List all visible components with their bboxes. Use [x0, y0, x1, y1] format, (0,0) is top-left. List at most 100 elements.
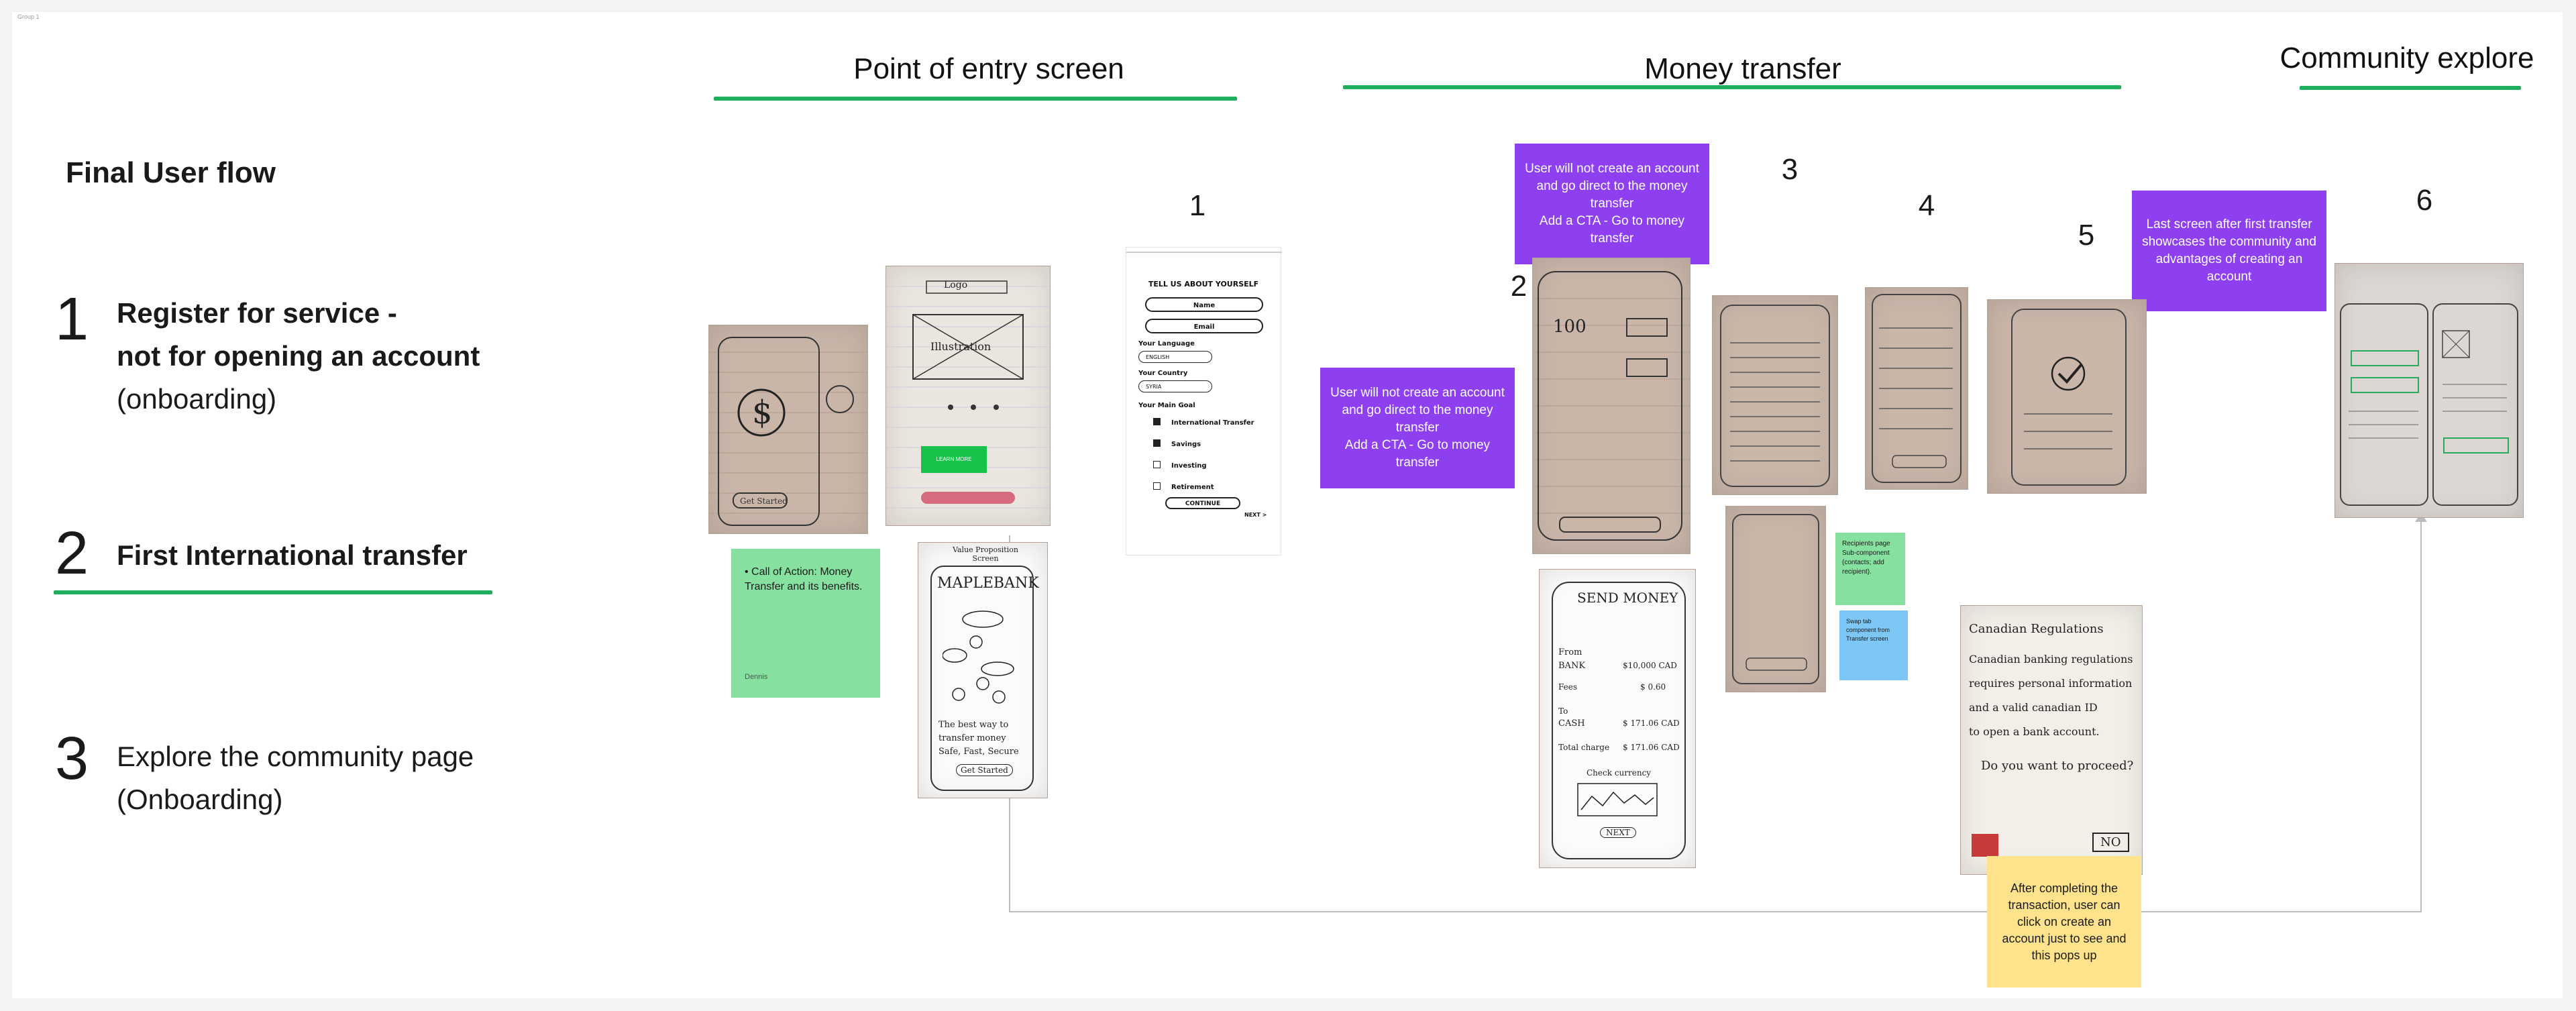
canvas-frame: Group 1 Point of entry screen Money tran… — [12, 12, 2563, 998]
heading-community-explore: Community explore — [2279, 42, 2534, 74]
sticky-note-recipients[interactable]: Recipients page Sub-component (contacts;… — [1835, 533, 1905, 605]
heading-money-transfer: Money transfer — [1644, 52, 1841, 85]
frame-label: Group 1 — [17, 13, 40, 20]
sketch-photo-value-proposition: Value Proposition Screen MAPLEBANK The b… — [918, 542, 1048, 798]
connector-line — [2420, 522, 2422, 912]
heading-underline — [714, 97, 1237, 101]
goal-label: Your Main Goal — [1138, 402, 1195, 409]
sketch-text: $ 171.06 CAD — [1623, 743, 1680, 752]
name-field[interactable]: Name — [1145, 297, 1263, 312]
sketch-title: MAPLEBANK — [937, 575, 1039, 592]
sticky-note-blue[interactable]: Swap tab component from Transfer screen — [1839, 610, 1908, 680]
sketch-photo-regulations: Canadian Regulations Canadian banking re… — [1960, 605, 2143, 875]
screen-number: 4 — [1918, 189, 1935, 222]
learn-more-button[interactable]: LEARN MORE — [921, 446, 987, 473]
sketch-photo-register: Logo Illustration LEARN MORE — [885, 266, 1051, 526]
get-started-button[interactable]: Get Started — [956, 764, 1013, 776]
sketch-text: Logo — [944, 280, 968, 290]
step-text-bold: Register for service - — [117, 297, 397, 329]
country-select[interactable]: SYRIA — [1138, 380, 1212, 392]
sketch-text: transfer money — [938, 733, 1006, 743]
checkbox-label: Savings — [1171, 441, 1201, 448]
sketch-text: Check currency — [1587, 768, 1652, 778]
step-number: 1 — [55, 286, 89, 353]
sticky-bullet: • Call of Action: Money Transfer and its… — [745, 566, 863, 592]
sketch-text: $ 0.60 — [1640, 682, 1666, 692]
screen-number: 3 — [1781, 153, 1799, 186]
sketch-photo-profile — [1865, 287, 1968, 490]
sketch-text: The best way to — [938, 720, 1009, 730]
sketch-text: Fees — [1558, 682, 1578, 692]
screen-number: 6 — [2416, 184, 2433, 217]
svg-text:100: 100 — [1553, 317, 1587, 337]
checkbox-checked-icon — [1153, 418, 1161, 425]
progress-bar — [1126, 252, 1282, 256]
checkbox-label: Retirement — [1171, 484, 1214, 491]
sketch-text: requires personal information — [1969, 677, 2133, 690]
language-select[interactable]: ENGLISH — [1138, 351, 1212, 363]
heading-underline — [2300, 86, 2521, 90]
step-text: (Onboarding) — [117, 784, 283, 815]
sketch-photo-add-recipient — [1725, 506, 1826, 692]
continue-button[interactable]: CONTINUE — [1165, 497, 1240, 509]
sketch-photo-send-money: SEND MONEY From BANK $10,000 CAD Fees $ … — [1539, 569, 1696, 868]
sketch-text: $10,000 CAD — [1623, 661, 1677, 670]
goal-checkbox[interactable]: Retirement — [1153, 482, 1214, 491]
sketch-photo-confirmation — [1987, 299, 2147, 494]
yes-button-sketch[interactable] — [1972, 834, 1998, 857]
flow-title: Final User flow — [66, 156, 276, 189]
screen-number: 5 — [2078, 219, 2095, 252]
step-number: 2 — [55, 520, 89, 587]
screen-number: 1 — [1189, 189, 1206, 222]
checkbox-unchecked-icon — [1153, 461, 1161, 468]
sketch-text: Canadian banking regulations — [1969, 653, 2133, 666]
step-description: First International transfer — [117, 534, 468, 577]
phone-outline — [930, 566, 1034, 791]
goal-checkbox[interactable]: International Transfer — [1153, 418, 1254, 427]
sticky-note-purple[interactable]: User will not create an account and go d… — [1320, 368, 1515, 488]
sketch-text: and a valid canadian ID — [1969, 701, 2098, 714]
step-text-bold: First International transfer — [117, 539, 468, 571]
sketch-caption: Value Proposition Screen — [953, 545, 1018, 563]
step-text-bold: not for opening an account — [117, 340, 480, 372]
step-text-sub: (onboarding) — [117, 383, 277, 415]
sketch-photo-transfer: 100 — [1532, 258, 1690, 554]
sketch-text: to open a bank account. — [1969, 725, 2100, 738]
sticky-note-purple[interactable]: User will not create an account and go d… — [1515, 144, 1709, 264]
screen-number: 2 — [1510, 270, 1527, 303]
wireframe-signup-form: TELL US ABOUT YOURSELF Name Email Your L… — [1126, 247, 1282, 555]
sticky-note-purple[interactable]: Last screen after first transfer showcas… — [2132, 191, 2326, 311]
sticky-author: Dennis — [745, 673, 768, 681]
next-link[interactable]: NEXT > — [1244, 512, 1267, 518]
step-description: Explore the community page (Onboarding) — [117, 735, 474, 821]
sticky-note-cta[interactable]: • Call of Action: Money Transfer and its… — [731, 549, 880, 698]
step-number: 3 — [55, 725, 89, 792]
phone-outline — [1552, 582, 1686, 859]
email-field[interactable]: Email — [1145, 319, 1263, 333]
svg-text:$: $ — [752, 394, 773, 431]
sketch-text: Total charge — [1558, 743, 1610, 752]
heading-underline — [1343, 85, 2121, 89]
checkbox-unchecked-icon — [1153, 482, 1161, 490]
sketch-text: $ 171.06 CAD — [1623, 719, 1680, 728]
next-button[interactable]: NEXT — [1600, 827, 1636, 838]
sketch-title: SEND MONEY — [1577, 590, 1678, 606]
sketch-photo-welcome: $ Get Started — [708, 325, 868, 534]
connector-line — [1009, 911, 2420, 912]
form-title: TELL US ABOUT YOURSELF — [1148, 280, 1259, 288]
goal-checkbox[interactable]: Savings — [1153, 439, 1201, 448]
goal-checkbox[interactable]: Investing — [1153, 461, 1207, 470]
sticky-text: Call of Action: Money Transfer and its b… — [745, 566, 863, 592]
country-label: Your Country — [1138, 370, 1188, 377]
sketch-text: To — [1558, 706, 1568, 716]
checkbox-label: International Transfer — [1171, 419, 1254, 427]
sketch-title: Canadian Regulations — [1969, 622, 2104, 636]
sticky-note-yellow[interactable]: After completing the transaction, user c… — [1987, 856, 2141, 988]
checkbox-label: Investing — [1171, 462, 1207, 470]
sketch-photo-recipients — [1712, 295, 1838, 495]
sketch-text: Safe, Fast, Secure — [938, 747, 1019, 757]
language-label: Your Language — [1138, 340, 1195, 348]
no-button[interactable]: NO — [2092, 833, 2129, 852]
checkbox-checked-icon — [1153, 439, 1161, 447]
sketch-text: CASH — [1558, 719, 1585, 729]
